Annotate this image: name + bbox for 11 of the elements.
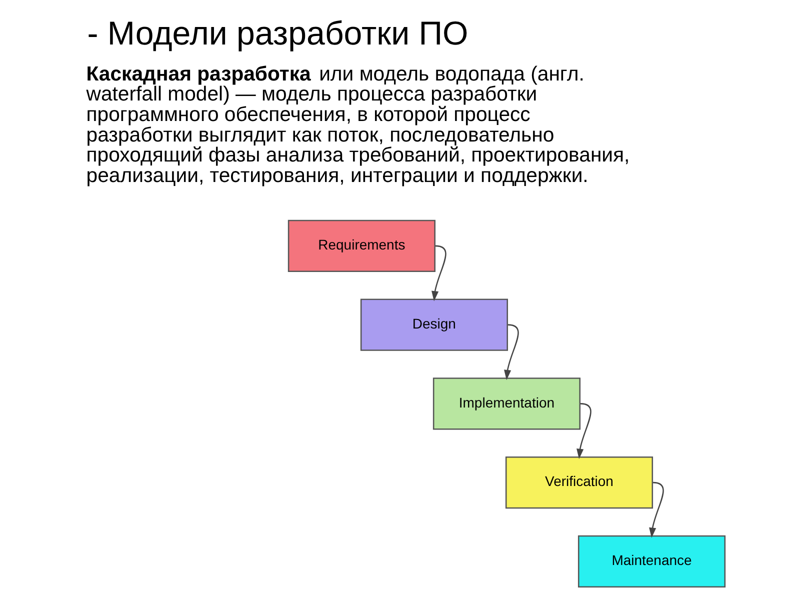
node-box: Design bbox=[360, 298, 508, 351]
arrow bbox=[648, 482, 664, 538]
diagram-title: - Модели разработки ПО bbox=[86, 16, 468, 53]
arrow bbox=[504, 324, 518, 380]
label: Каскадная разработка или модель водопада (англ. waterfall model) — модель процесса разработки программного обеспечения, в которой процесс разработки выглядит как поток, последовательно проходящий фазы анализа требований, проектирования, реализации, тестирования, интеграции и поддержки. bbox=[86, 63, 630, 188]
node-box: Implementation bbox=[432, 378, 580, 430]
node-box: Requirements bbox=[287, 220, 435, 272]
node-box: Verification bbox=[504, 456, 653, 509]
arrow bbox=[431, 245, 446, 302]
arrow bbox=[576, 403, 591, 460]
node-box: Maintenance bbox=[577, 535, 726, 588]
